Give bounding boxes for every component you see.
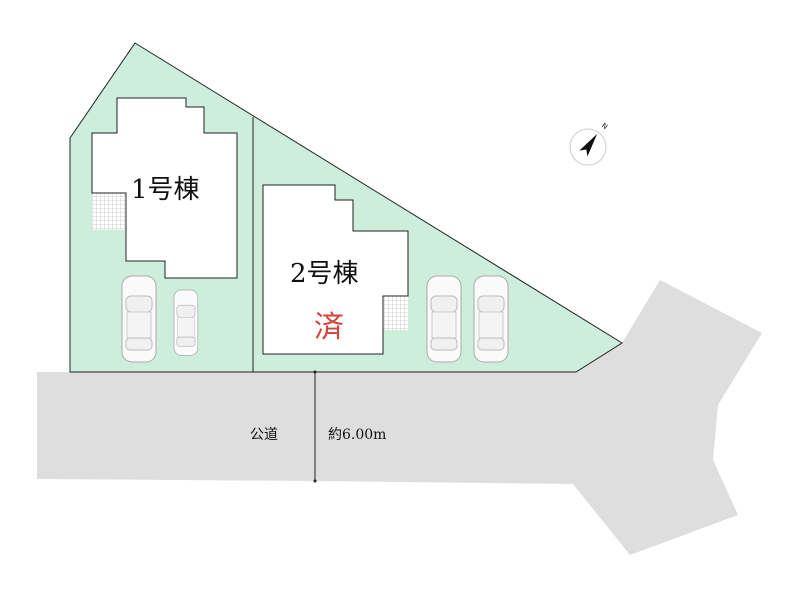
parking-car-icon: [473, 275, 509, 363]
parking-car-icon: [173, 289, 199, 356]
sold-stamp: 済: [314, 310, 344, 345]
public-road: [37, 280, 762, 555]
parking-car-icon: [121, 275, 157, 363]
hatched-area-1: [92, 193, 126, 230]
north-arrow-icon: [569, 128, 607, 166]
road-label: 公道: [250, 427, 278, 443]
road-width-label: 約6.00m: [328, 427, 386, 443]
building-2[interactable]: [262, 184, 409, 355]
building-2-label: 2号棟: [290, 259, 359, 289]
building-1-label: 1号棟: [131, 175, 200, 205]
hatched-area-2: [383, 296, 408, 330]
building-1[interactable]: [91, 97, 238, 279]
compass-label: N: [600, 122, 609, 132]
parking-car-icon: [426, 275, 462, 363]
